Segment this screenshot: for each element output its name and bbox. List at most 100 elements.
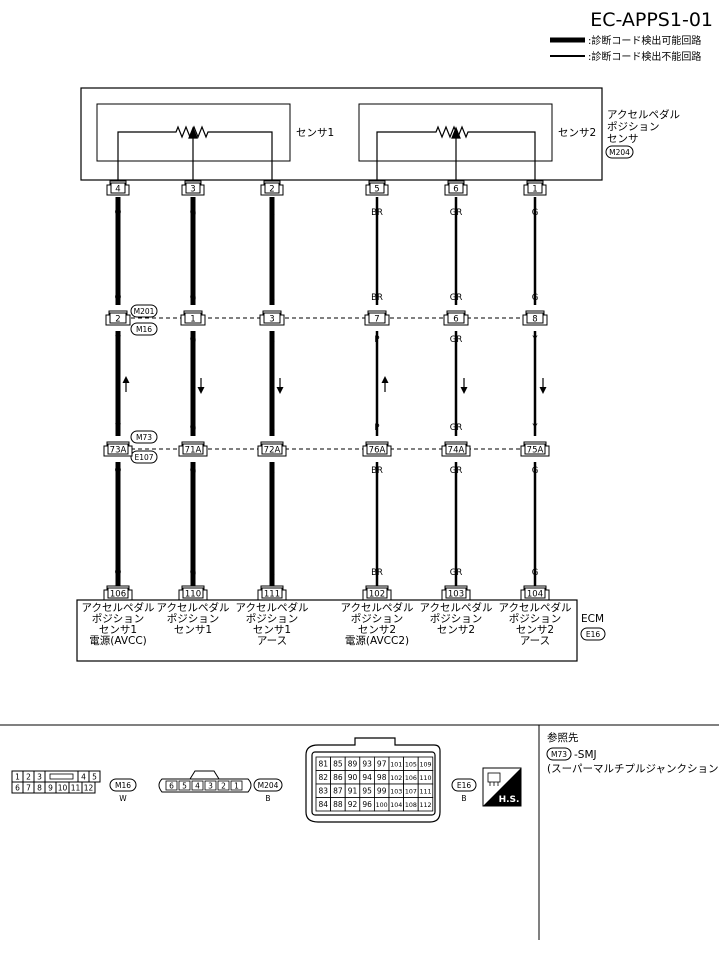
wire-color-code: G <box>190 423 197 433</box>
junction-pin-number: 6 <box>453 315 458 325</box>
ecm-pin-number: 110 <box>185 590 201 600</box>
e16-cell <box>417 797 434 812</box>
sensor-pin-number: 6 <box>453 185 458 195</box>
sensor-unit-name-line: センサ <box>607 133 639 145</box>
sensor-unit-name: アクセルペダル ポジション センサ <box>607 108 680 145</box>
e16-pin: 82 <box>319 773 329 782</box>
sensor-pin-number: 2 <box>269 185 274 195</box>
sensor-pin-frame <box>527 182 543 194</box>
wire-color-code: BR <box>371 208 383 218</box>
m16-pin: 4 <box>81 773 86 782</box>
smj-pin-number: 74A <box>448 446 465 456</box>
e16-pin: 96 <box>362 800 372 809</box>
ecm-pin-label: ポジション <box>167 613 220 625</box>
wire-color-code: G <box>532 293 539 303</box>
smj-pin-number: 72A <box>264 446 281 456</box>
m204-cell <box>178 780 191 791</box>
ecm-connector-id: E16 <box>586 630 601 639</box>
ecm-pin-label: 電源(AVCC) <box>89 634 147 647</box>
m16-key <box>49 773 74 780</box>
m204-latch <box>189 770 220 780</box>
e16-pin: 88 <box>333 800 343 809</box>
junction-pin-frame <box>447 312 465 324</box>
e16-pin: 99 <box>377 787 387 796</box>
legend-not-detectable: :診断コード検出不能回路 <box>588 50 701 63</box>
ecm-pin-frame <box>524 587 546 599</box>
ecm-pin-label: センサ2 <box>358 624 396 636</box>
e16-pin: 83 <box>319 787 329 796</box>
page-code: EC-APPS1-01 <box>590 9 713 31</box>
m204-pin: 4 <box>195 782 200 791</box>
sensor-connector-id: M204 <box>609 148 630 157</box>
m16-pin: 1 <box>15 773 20 782</box>
wire-color-code: G <box>190 568 197 578</box>
m204-cell <box>230 780 243 791</box>
junction-pin-frame <box>526 312 544 324</box>
e16-pin: 110 <box>419 775 431 782</box>
e16-pin: 89 <box>348 760 358 769</box>
e16-pin: 111 <box>419 789 431 796</box>
m16-pin: 2 <box>26 773 31 782</box>
sensor-pin-number: 3 <box>190 185 195 195</box>
wire-color-code: O <box>115 208 122 218</box>
ecm-pin-number: 106 <box>110 590 126 600</box>
wire-color-code: BR <box>371 293 383 303</box>
smj-badge-upper <box>130 430 158 444</box>
m204-color: B <box>265 794 270 803</box>
ecm-pin-label: アクセルペダル <box>236 601 309 614</box>
wire-color-code: GR <box>450 423 463 433</box>
ecm-pin-label: アース <box>257 635 287 647</box>
e16-pin: 102 <box>390 775 402 782</box>
wire-color-code: BR <box>371 568 383 578</box>
e16-badge <box>451 778 477 792</box>
wire-color-code: R <box>269 466 275 476</box>
e16-pin: 109 <box>419 762 431 769</box>
ecm-pin-label: アクセルペダル <box>157 601 230 614</box>
e16-pin: 108 <box>405 802 417 809</box>
wire-color-code: G <box>532 466 539 476</box>
ecm-label: ECM <box>581 613 604 625</box>
sensor-unit-name-line: ポジション <box>607 121 660 133</box>
e16-pin: 103 <box>390 789 402 796</box>
smj-pin-frame <box>182 443 204 455</box>
reference-description: (スーパーマルチプルジャンクション) <box>547 763 719 775</box>
sensor-pin-frame <box>369 182 385 194</box>
e16-pin: 95 <box>362 787 372 796</box>
wire-color-code: GR <box>450 466 463 476</box>
junction-badge-lower <box>130 322 158 336</box>
e16-pin: 85 <box>333 760 343 769</box>
m16-pin: 9 <box>48 784 53 793</box>
m16-pin: 10 <box>58 784 68 793</box>
e16-pin: 84 <box>319 800 329 809</box>
sensor-pin-number: 1 <box>532 185 537 195</box>
wire-columns: 4273A106OOVVOOアクセルペダルポジションセンサ1電源(AVCC)31… <box>82 180 571 647</box>
sensor2-potentiometer <box>376 125 536 183</box>
sensor-pin-frame <box>264 182 280 194</box>
reference-title: 参照先 <box>547 731 579 744</box>
smj-pin-frame <box>524 443 546 455</box>
wire-color-code: R <box>269 423 275 433</box>
junction-pin-frame <box>263 312 281 324</box>
m204-name: M204 <box>258 781 279 790</box>
wire-color-code: O <box>115 293 122 303</box>
smj-pin-frame <box>107 443 129 455</box>
wire-color-code: R <box>269 335 275 345</box>
wire-color-code: GR <box>450 568 463 578</box>
m204-pin: 5 <box>182 782 187 791</box>
ecm-pin-number: 102 <box>369 590 385 600</box>
sensor-pin-number: 5 <box>374 185 379 195</box>
wire-color-code: V <box>115 423 121 433</box>
ecm-pin-frame <box>445 587 467 599</box>
e16-connector-shell <box>305 737 441 823</box>
e16-pin: 86 <box>333 773 343 782</box>
flow-arrow-head <box>197 387 205 394</box>
m16-pin: 6 <box>15 784 20 793</box>
smj-badge-lower <box>130 450 158 464</box>
ecm-pin-label: ポジション <box>246 613 299 625</box>
e16-pin: 94 <box>362 773 372 782</box>
junction-pin-number: 1 <box>190 315 195 325</box>
e16-pin: 105 <box>405 762 417 769</box>
